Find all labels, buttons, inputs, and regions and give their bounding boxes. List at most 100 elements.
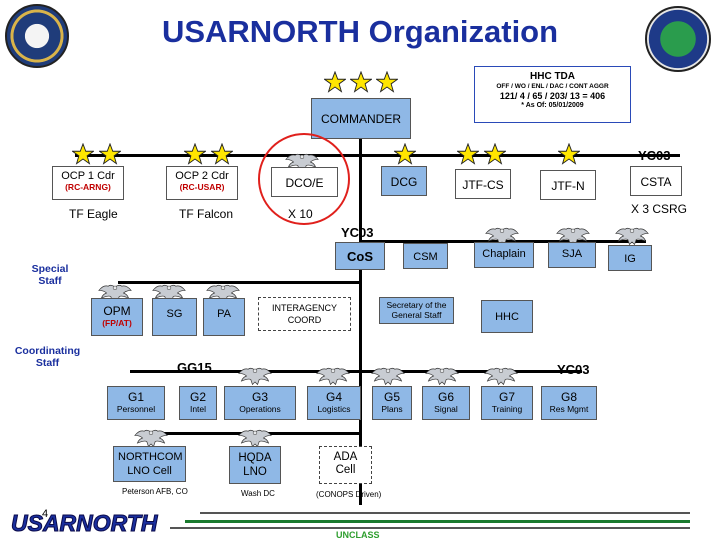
interagency-coord-box: INTERAGENCY COORD [258,297,351,331]
coordinating-staff-label: Coordinating Staff [14,345,81,369]
g7-label: G7 [498,390,515,404]
g6-label: G6 [437,390,454,404]
cos-grade-label: YC03 [341,225,374,240]
g6-box: G6 Signal [422,386,470,420]
hhc-label: HHC [495,311,519,323]
ada-caption: (CONOPS Driven) [316,490,382,499]
ig-label: IG [624,253,636,265]
g-staff-left-grade: GG15 [177,360,212,375]
main-vertical-line [359,139,362,505]
hhc-tda-box: HHC TDA OFF / WO / ENL / DAC / CONT AGGR… [474,66,631,123]
hqda-caption: Wash DC [241,489,275,498]
ocp1-cdr-box: OCP 1 Cdr (RC-ARNG) [52,166,124,200]
csta-grade-label: YC03 [638,148,671,163]
csta-box: CSTA [630,166,682,196]
g4-sub: Logistics [317,404,351,414]
ocp2-title: OCP 2 Cdr [175,170,229,182]
g1-box: G1 Personnel [107,386,165,420]
usarnorth-logo: USARNORTH [11,510,159,537]
star-icon [350,71,372,93]
csta-caption: X 3 CSRG [631,202,688,216]
hhc-tda-header: OFF / WO / ENL / DAC / CONT AGGR [496,83,609,90]
g5-box: G5 Plans [372,386,412,420]
secretary-label: Secretary of the General Staff [386,300,447,320]
sg-box: SG [152,298,197,336]
star-icon [99,143,121,165]
star-icon [211,143,233,165]
ocp2-sub: (RC-USAR) [179,182,225,192]
opm-label: OPM [103,304,131,318]
star-icon [324,71,346,93]
star-icon [184,143,206,165]
star-icon [558,143,580,165]
department-of-defense-seal-icon [5,4,69,68]
eagle-icon [238,366,272,386]
hhc-tda-title: HHC TDA [530,71,575,82]
star-icon [457,143,479,165]
dcg-label: DCG [390,175,418,189]
tf-falcon-caption: TF Falcon [179,207,234,221]
northcom-caption: Peterson AFB, CO [122,487,188,496]
g2-label: G2 [189,390,206,404]
csm-label: CSM [413,251,438,263]
csm-box: CSM [403,243,448,269]
g3-label: G3 [251,390,268,404]
cos-label: CoS [347,249,373,264]
g4-label: G4 [325,390,342,404]
footer-line-bottom [170,527,690,529]
g2-sub: Intel [189,404,207,414]
ig-box: IG [608,245,652,271]
jtf-n-label: JTF-N [551,179,585,193]
top-horizontal-line [75,154,680,157]
hqda-lno-box: HQDA LNO [229,446,281,484]
g8-sub: Res Mgmt [549,404,589,414]
g1-sub: Personnel [116,404,156,414]
opm-box: OPM (FP/AT) [91,298,143,336]
g8-box: G8 Res Mgmt [541,386,597,420]
g1-label: G1 [127,390,144,404]
eagle-icon [238,428,272,448]
page-title: USARNORTH Organization [161,14,559,49]
ocp1-title: OCP 1 Cdr [61,170,115,182]
special-staff-line [118,281,361,284]
g4-box: G4 Logistics [307,386,361,420]
g-staff-right-grade: YC03 [557,362,590,377]
g7-sub: Training [491,404,523,414]
ocp1-sub: (RC-ARNG) [65,182,111,192]
ada-cell-box: ADA Cell [319,446,372,484]
interagency-label: INTERAGENCY COORD [271,303,337,325]
commander-label: COMMANDER [321,112,401,126]
jtf-cs-label: JTF-CS [462,178,504,192]
pa-box: PA [203,298,245,336]
star-icon [484,143,506,165]
g5-label: G5 [383,390,400,404]
secretary-general-staff-box: Secretary of the General Staff [379,297,454,324]
eagle-icon [371,366,405,386]
classification-label: UNCLASS [336,530,380,540]
chaplain-label: Chaplain [482,248,526,260]
g5-sub: Plans [381,404,403,414]
coordinating-staff-line [130,370,582,373]
opm-sub: (FP/AT) [102,318,132,328]
dcg-box: DCG [381,166,427,196]
eagle-icon [425,366,459,386]
g7-box: G7 Training [481,386,533,420]
g6-sub: Signal [434,404,458,414]
eagle-icon [316,366,350,386]
g3-box: G3 Operations [224,386,296,420]
special-staff-label: Special Staff [31,263,69,287]
star-icon [72,143,94,165]
g8-label: G8 [560,390,577,404]
sja-box: SJA [548,242,596,268]
g2-box: G2 Intel [179,386,217,420]
us-army-north-seal-icon [645,6,711,72]
commander-box: COMMANDER [311,98,411,139]
sg-label: SG [166,308,183,320]
northcom-label: NORTHCOM LNO Cell [118,451,183,477]
eagle-icon [134,428,168,448]
highlight-circle [258,133,350,225]
footer-line-mid [185,520,690,523]
ocp2-cdr-box: OCP 2 Cdr (RC-USAR) [166,166,238,200]
eagle-icon [615,226,649,246]
g3-sub: Operations [239,404,281,414]
